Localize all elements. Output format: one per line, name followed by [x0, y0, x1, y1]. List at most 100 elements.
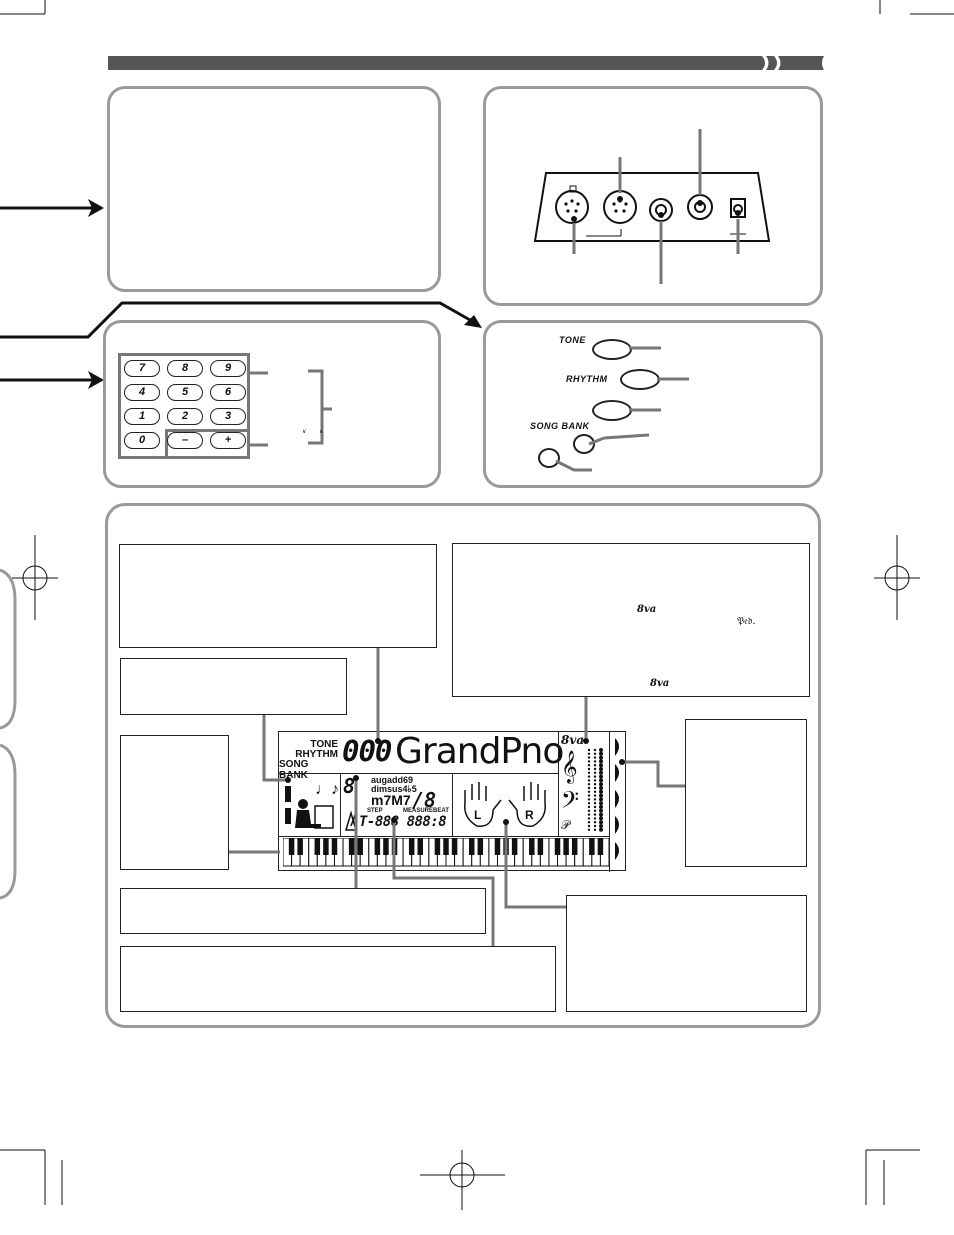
black-key	[597, 838, 604, 855]
black-key	[468, 838, 475, 855]
staff-note-dot	[593, 775, 597, 778]
keypad-brackets: ∨ ∧	[250, 369, 332, 447]
callout-chord	[120, 888, 486, 934]
keypad-key-4[interactable]: 4	[124, 384, 160, 401]
keypad-key-6[interactable]: 6	[210, 384, 246, 401]
rear-panel-drawing	[533, 129, 771, 284]
keypad-key-1[interactable]: 1	[124, 408, 160, 425]
lcd-chord-types-3: m7M7	[371, 792, 411, 808]
black-key	[443, 838, 449, 855]
black-key	[374, 838, 381, 855]
lcd-chord-root: 8	[343, 774, 356, 798]
staff-note-dot	[587, 824, 591, 828]
small-button-right[interactable]	[573, 434, 595, 454]
keypad-key-8[interactable]: 8	[167, 360, 203, 377]
staff-note-dot	[599, 786, 603, 790]
keypad-key-2[interactable]: 2	[167, 408, 203, 425]
staff-note-dot	[593, 805, 597, 809]
staff-note-dot	[599, 797, 603, 802]
lcd-right-hand: R	[525, 808, 534, 822]
staff-note-dot	[599, 774, 603, 779]
keypad-key-5[interactable]: 5	[167, 384, 203, 401]
staff-note-dot	[599, 805, 603, 809]
callout-notation: 8va 𝔓𝔢𝔡. 8va	[452, 543, 810, 697]
lcd-name: GrandPno	[395, 731, 564, 772]
staff-note-dot	[587, 798, 591, 801]
svg-text:♩♪: ♩♪	[315, 781, 339, 798]
black-key	[297, 838, 303, 855]
midi-port-icon	[555, 190, 589, 224]
staff-note-dot	[599, 808, 603, 813]
staff-note-dot	[593, 790, 597, 793]
keypad-key-0[interactable]: 0	[124, 432, 160, 449]
keypad-key-minus[interactable]: –	[167, 432, 203, 449]
notation-octave-mark-1: 8va	[637, 604, 657, 615]
staff-note-dot	[599, 759, 603, 764]
staff-note-dot	[587, 821, 591, 824]
staff-note-dot	[593, 764, 597, 767]
staff-note-dot	[593, 760, 597, 763]
pianist-icon: ♩♪	[285, 781, 339, 829]
lcd-number: 000	[342, 734, 392, 768]
lcd-divider	[609, 732, 610, 872]
staff-note-dot	[593, 786, 597, 790]
lcd-hands-icon	[464, 782, 546, 827]
staff-note-dot	[587, 802, 591, 805]
callout-mode	[120, 658, 347, 715]
lcd-octave-mark: 8va	[561, 733, 585, 747]
header-bar	[108, 56, 753, 70]
lcd-display: TONE RHYTHM SONG BANK 000 GrandPno 8 aug…	[278, 731, 626, 872]
staff-note-dot	[599, 824, 603, 828]
header-bar-end	[752, 56, 824, 70]
black-key	[357, 838, 363, 855]
staff-note-dot	[593, 756, 597, 759]
staff-note-dot	[599, 827, 603, 832]
lcd-chord-types-2: dimsus4♭5	[371, 784, 417, 794]
keypad-key-plus[interactable]: +	[210, 432, 246, 449]
callout-left	[120, 735, 229, 870]
staff-note-dot	[593, 817, 597, 820]
lcd-measure-label: MEASURE	[403, 808, 434, 814]
keypad-key-7[interactable]: 7	[124, 360, 160, 377]
staff-note-dot	[593, 752, 597, 755]
staff-note-dot	[593, 828, 597, 831]
staff-note-dot	[587, 748, 591, 752]
panel-mode-buttons: TONE RHYTHM SONG BANK	[483, 320, 823, 488]
staff-note-dot	[599, 816, 603, 821]
staff-note-dot	[587, 828, 591, 831]
keypad-key-3[interactable]: 3	[210, 408, 246, 425]
black-key	[529, 838, 535, 855]
black-key	[331, 838, 338, 855]
staff-note-dot	[587, 775, 591, 778]
staff-note-dot	[599, 782, 603, 787]
notation-pedal-mark: 𝔓𝔢𝔡.	[737, 616, 756, 627]
keypad-key-9[interactable]: 9	[210, 360, 246, 377]
staff-note-dot	[587, 809, 591, 812]
small-button-left[interactable]	[538, 448, 560, 468]
staff-note-dot	[593, 771, 597, 774]
staff-note-dot	[599, 751, 603, 756]
staff-note-dot	[599, 778, 603, 783]
staff-note-dot	[599, 820, 603, 825]
lcd-mode-song-bank: SONG BANK	[279, 759, 309, 781]
staff-note-dot	[587, 767, 591, 771]
song-bank-label: SONG BANK	[530, 421, 590, 431]
pointer-arrows	[0, 199, 104, 389]
panel-top-left	[107, 86, 441, 292]
black-key	[314, 838, 321, 855]
lcd-divider	[279, 836, 609, 837]
lcd-divider	[340, 773, 341, 836]
staff-note-dot	[599, 812, 603, 817]
staff-note-dot	[587, 786, 591, 790]
staff-note-dot	[593, 779, 597, 782]
staff-note-dot	[599, 767, 603, 771]
black-key	[434, 838, 441, 855]
staff-note-dot	[593, 748, 597, 752]
staff-note-dot	[599, 763, 603, 768]
staff-note-dot	[593, 798, 597, 801]
staff-note-dot	[599, 748, 603, 752]
staff-note-dot	[587, 794, 591, 797]
staff-note-dot	[587, 764, 591, 767]
